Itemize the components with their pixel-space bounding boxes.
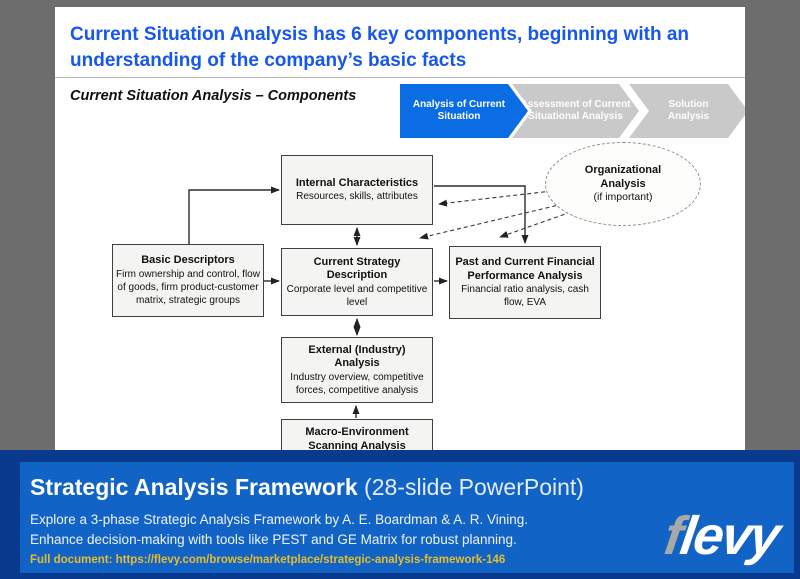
- ellipse-title: Organizational Analysis: [584, 164, 662, 190]
- connector-internal-to-financial: [434, 185, 529, 244]
- box-internal-characteristics: Internal Characteristics Resources, skil…: [281, 155, 433, 225]
- box-title: Internal Characteristics: [295, 176, 419, 189]
- document-description: Explore a 3-phase Strategic Analysis Fra…: [30, 510, 784, 549]
- chevron-solution-analysis: Solution Analysis: [629, 84, 745, 138]
- box-current-strategy-description: Current Strategy Description Corporate l…: [281, 248, 433, 316]
- document-banner: Strategic Analysis Framework (28-slide P…: [0, 450, 800, 579]
- banner-panel: Strategic Analysis Framework (28-slide P…: [20, 462, 794, 573]
- document-title-suffix: (28-slide PowerPoint): [357, 474, 584, 500]
- box-body: Resources, skills, attributes: [296, 191, 418, 203]
- ellipse-body: (if important): [593, 191, 653, 203]
- ellipse-organizational-analysis: Organizational Analysis (if important): [545, 142, 701, 226]
- chevron-assessment-of-current-situational-analysis: Assessment of Current Situational Analys…: [512, 84, 639, 138]
- slide-subtitle: Current Situation Analysis – Components: [70, 88, 357, 104]
- connector-organizational-to-internal-dashed: [438, 190, 553, 207]
- box-title: Current Strategy Description: [313, 255, 401, 282]
- description-line-1: Explore a 3-phase Strategic Analysis Fra…: [30, 512, 528, 527]
- chevron-analysis-of-current-situation: Analysis of Current Situation: [400, 84, 528, 138]
- flevy-logo: flevy: [661, 506, 783, 566]
- connector-organizational-to-strategy-dashed: [419, 203, 564, 240]
- description-line-2: Enhance decision-making with tools like …: [30, 531, 517, 547]
- box-title: External (Industry) Analysis: [308, 343, 406, 370]
- title-divider: [55, 77, 745, 78]
- chevron-label: Analysis of Current Situation: [412, 98, 506, 122]
- connector-basic-to-internal: [188, 186, 280, 244]
- chevron-label: Assessment of Current Situational Analys…: [520, 98, 631, 122]
- box-external-industry-analysis: External (Industry) Analysis Industry ov…: [281, 337, 433, 403]
- document-title: Strategic Analysis Framework (28-slide P…: [30, 474, 784, 501]
- box-basic-descriptors: Basic Descriptors Firm ownership and con…: [112, 244, 264, 317]
- slide-preview: Current Situation Analysis has 6 key com…: [55, 7, 745, 450]
- box-macro-environment-scanning: Macro-Environment Scanning Analysis: [281, 419, 433, 450]
- box-body: Financial ratio analysis, cash flow, EVA: [461, 284, 589, 308]
- connector-organizational-to-financial-dashed: [499, 211, 572, 238]
- document-link[interactable]: Full document: https://flevy.com/browse/…: [30, 554, 506, 566]
- box-title: Past and Current Financial Performance A…: [455, 256, 595, 282]
- box-body: Firm ownership and control, flow of good…: [116, 268, 260, 306]
- chevron-label: Solution Analysis: [667, 98, 710, 122]
- slide-title: Current Situation Analysis has 6 key com…: [70, 24, 690, 71]
- document-title-main: Strategic Analysis Framework: [30, 474, 358, 500]
- box-body: Industry overview, competitive forces, c…: [290, 371, 424, 396]
- box-title: Basic Descriptors: [141, 254, 235, 267]
- box-title: Macro-Environment Scanning Analysis: [305, 426, 409, 450]
- box-body: Corporate level and competitive level: [286, 283, 428, 308]
- box-financial-performance-analysis: Past and Current Financial Performance A…: [449, 246, 601, 319]
- flevy-logo-levy: levy: [676, 506, 783, 566]
